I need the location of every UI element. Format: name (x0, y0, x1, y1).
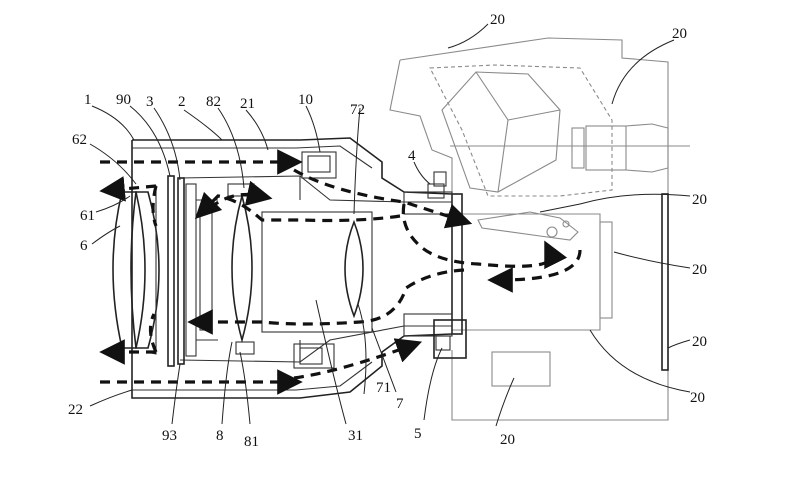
label-90: 90 (116, 92, 131, 108)
leader-lines (89, 23, 691, 427)
airflow-paths (99, 149, 582, 395)
lens-barrel (131, 137, 467, 399)
label-82: 82 (206, 94, 221, 110)
label-61: 61 (80, 208, 95, 224)
label-2: 2 (178, 94, 186, 110)
reference-labels: 1 90 3 2 82 21 10 72 4 62 61 6 22 93 8 8… (68, 12, 707, 450)
camera-body-outline (389, 37, 690, 421)
label-20-bottom: 20 (500, 432, 515, 448)
label-21: 21 (240, 96, 255, 112)
label-22: 22 (68, 402, 83, 418)
label-6: 6 (80, 238, 88, 254)
label-72: 72 (350, 102, 365, 118)
label-31: 31 (348, 428, 363, 444)
label-1: 1 (84, 92, 92, 108)
label-5: 5 (414, 426, 422, 442)
label-20-top: 20 (490, 12, 505, 28)
label-3: 3 (146, 94, 154, 110)
label-7: 7 (396, 396, 404, 412)
label-20-right-2: 20 (692, 262, 707, 278)
label-4: 4 (408, 148, 416, 164)
label-62: 62 (72, 132, 87, 148)
label-20-topright: 20 (672, 26, 687, 42)
label-93: 93 (162, 428, 177, 444)
label-71: 71 (376, 380, 391, 396)
label-20-right-3: 20 (692, 334, 707, 350)
label-10: 10 (298, 92, 313, 108)
label-8: 8 (216, 428, 224, 444)
label-20-right-1: 20 (692, 192, 707, 208)
label-20-right-4: 20 (690, 390, 705, 406)
label-81: 81 (244, 434, 259, 450)
